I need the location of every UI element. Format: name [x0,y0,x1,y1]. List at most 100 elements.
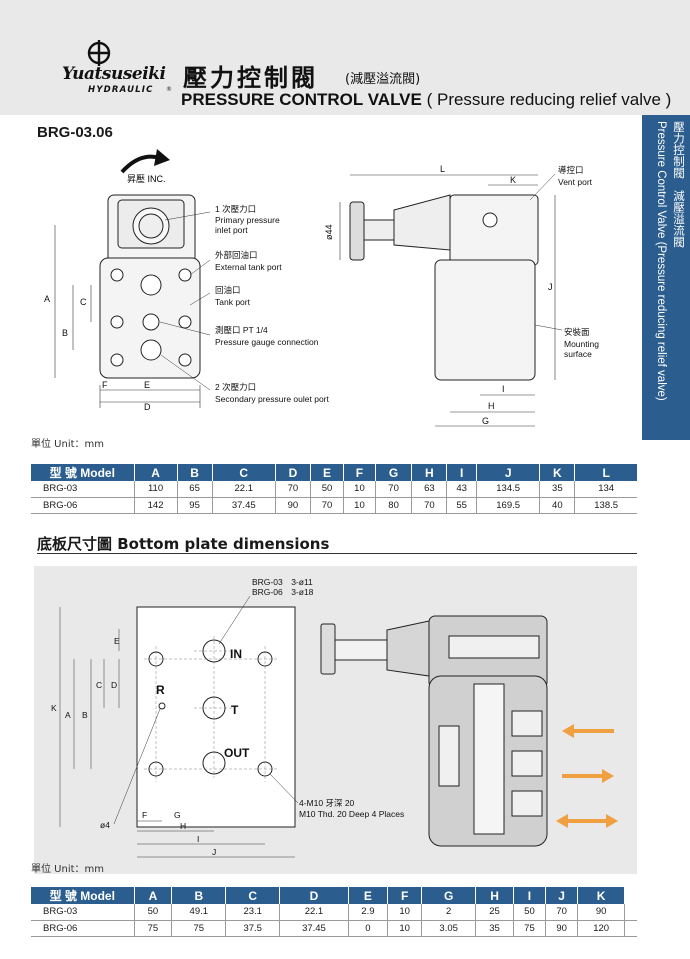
table2-cell: 75 [171,920,227,937]
table1-cell: 134.5 [476,481,541,498]
vent-port-en: Vent port [558,177,593,187]
table1-cell: 10 [343,497,376,514]
table1-cell: 37.45 [212,497,276,514]
callout-tank-en: Tank port [215,297,251,307]
table2-cell: 120 [577,920,625,937]
title-english-rest: ( Pressure reducing relief valve ) [421,90,672,109]
callout-primary-en2: inlet port [215,225,248,235]
inc-label: 昇壓 INC. [127,174,166,184]
table1-cell: 134 [574,481,637,498]
table2-cell: 37.5 [225,920,281,937]
port-t-label: T [231,703,239,717]
unit-note-2: 單位 Unit：mm [31,864,105,875]
table1-header: E [310,464,345,481]
dim-b: B [62,328,68,338]
table1-header: J [476,464,541,481]
phi4-label: ø4 [100,820,110,830]
table2-header: A [134,887,173,904]
table2-cell-empty [624,920,637,937]
logo-symbol-icon [87,40,111,66]
dim-a: A [44,294,50,304]
table1-cell-model: BRG-06 [31,497,135,514]
dim-d: D [144,402,151,412]
table1-header: D [275,464,311,481]
table1-cell: 169.5 [476,497,541,514]
table2-cell: 37.45 [279,920,349,937]
table2-header: I [513,887,546,904]
table1-cell: 65 [177,481,213,498]
callout-secondary-cn: 2 次壓力口 [215,382,256,392]
brand-registered-mark: ® [166,86,172,93]
table2-cell: 50 [134,904,173,921]
table1-header: B [177,464,213,481]
table1-header: G [375,464,413,481]
callout-ext-tank-cn: 外部回油口 [215,250,258,260]
brand-name: Yuatsuseiki [62,64,166,84]
table2-cell: 25 [475,904,514,921]
callout-ext-tank-en: External tank port [215,262,282,272]
table2-cell-model: BRG-06 [31,920,135,937]
table2-header: E [348,887,389,904]
side-tab-text: 壓力控制閥 減壓溢流閥 Pressure Control Valve (Pres… [648,121,686,401]
table2-header: H [475,887,514,904]
title-chinese-sub: (減壓溢流閥) [345,72,421,87]
flow-arrows [556,724,618,828]
table1-cell: 10 [343,481,376,498]
thread-note-1: 4-M10 牙深 20 [299,798,355,808]
callout-primary-en1: Primary pressure [215,215,280,225]
title-english: PRESSURE CONTROL VALVE ( Pressure reduci… [181,90,671,110]
table1-cell: 70 [310,497,345,514]
brand-logo: Yuatsuseiki HYDRAULIC ® [62,40,180,108]
port-out-label: OUT [224,746,250,760]
section-title-bottom-plate: 底板尺寸圖 Bottom plate dimensions [37,535,330,553]
plate-dim-h: H [180,821,186,831]
thread-note-2: M10 Thd. 20 Deep 4 Places [299,809,404,819]
table1-cell: 55 [446,497,477,514]
table1-header: F [343,464,376,481]
model-label: BRG-03.06 [37,124,113,141]
plate-dim-c: C [96,680,102,690]
table1-header: H [411,464,448,481]
table-row: BRG-03 50 49.1 23.1 22.1 2.9 10 2 25 50 … [31,904,637,921]
side-tab-line-cn: 壓力控制閥 減壓溢流閥 [672,121,684,248]
table2-cell: 2.9 [348,904,389,921]
dimension-table-1: 型 號 Model A B C D E F G H I J K L BRG-03… [31,464,637,514]
table1-cell: 40 [539,497,576,514]
holes-note-1: BRG-03 3-ø11 [252,577,313,587]
table1-cell: 80 [375,497,413,514]
plate-dim-a: A [65,710,71,720]
side-view-dimensions [339,174,556,427]
table1-cell: 35 [539,481,576,498]
plate-dim-d: D [111,680,117,690]
table2-header: F [387,887,423,904]
section-divider [37,553,637,554]
table1-header-model: 型 號 Model [31,464,135,481]
table1-header: K [539,464,576,481]
callout-gauge-cn: 測壓口 PT 1/4 [215,325,268,335]
plate-dimensions [59,607,295,858]
mounting-cn: 安裝面 [564,327,590,337]
dim-f: F [102,380,108,390]
table2-cell: 75 [513,920,546,937]
table1-cell: 22.1 [212,481,276,498]
table1-cell: 70 [275,481,311,498]
table2-cell: 90 [545,920,579,937]
table1-cell: 90 [275,497,311,514]
dimension-table-2: 型 號 Model A B C D E F G H I J K BRG-03 5… [31,887,637,937]
dim-l: L [440,164,445,174]
table2-header: B [171,887,227,904]
table1-header: C [212,464,276,481]
holes-note-2: BRG-06 3-ø18 [252,587,314,597]
table1-header: I [446,464,477,481]
table1-header: L [574,464,637,481]
callout-gauge-en: Pressure gauge connection [215,337,319,347]
table2-header: G [421,887,477,904]
brand-subtitle: HYDRAULIC [88,85,154,95]
table2-header-empty [624,887,637,904]
vent-port-cn: 導控口 [558,165,584,175]
plate-outline [136,606,296,828]
callout-tank-cn: 回油口 [215,285,241,295]
plate-dim-k: K [51,703,57,713]
table1-cell: 50 [310,481,345,498]
table1-cell-model: BRG-03 [31,481,135,498]
